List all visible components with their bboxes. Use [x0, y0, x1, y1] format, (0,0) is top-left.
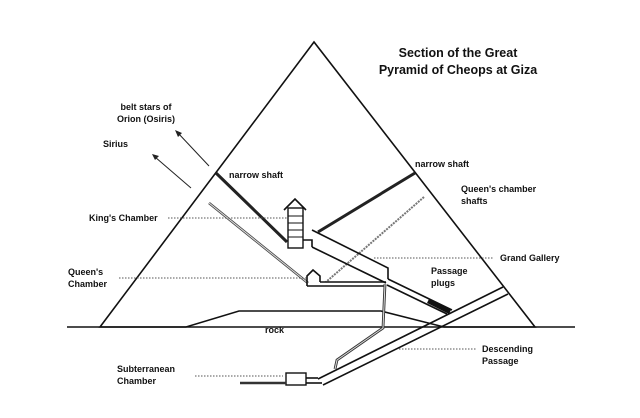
kings-south-shaft: [317, 171, 416, 234]
kings-chamber: [283, 197, 313, 249]
ground-line: [67, 310, 575, 328]
subterranean-chamber: [240, 372, 322, 386]
label-queens-chamber-1: Queen's: [68, 267, 103, 277]
grand-gallery-floor: [311, 246, 387, 284]
descending-passage-bottom: [322, 293, 509, 386]
label-queens-shafts-2: shafts: [461, 196, 488, 206]
label-subterranean-1: Subterranean: [117, 364, 175, 374]
passage-plugs: [426, 298, 452, 315]
label-descending-1: Descending: [482, 344, 533, 354]
label-descending-2: Passage: [482, 356, 519, 366]
label-kings-chamber: King's Chamber: [89, 213, 158, 223]
label-rock: rock: [265, 325, 285, 335]
label-grand-gallery: Grand Gallery: [500, 253, 560, 263]
label-sirius: Sirius: [103, 139, 128, 149]
arrow-sirius: [152, 154, 192, 189]
label-queens-shafts-1: Queen's chamber: [461, 184, 537, 194]
label-orion: Orion (Osiris): [117, 114, 175, 124]
label-belt-stars: belt stars of: [120, 102, 172, 112]
well-shaft: [333, 283, 387, 370]
label-passage-plugs-2: plugs: [431, 278, 455, 288]
arrow-belt-stars: [175, 130, 210, 167]
ascending-passage-top: [387, 278, 453, 311]
kings-north-shaft: [214, 171, 289, 244]
title-line-1: Section of the Great: [399, 46, 519, 60]
queens-chamber: [306, 268, 386, 287]
descending-passage-top: [317, 286, 504, 380]
grand-gallery: [311, 229, 389, 279]
queens-south-shaft: [325, 196, 425, 283]
label-narrow-shaft-right: narrow shaft: [415, 159, 469, 169]
label-subterranean-2: Chamber: [117, 376, 157, 386]
label-narrow-shaft-left: narrow shaft: [229, 170, 283, 180]
title-line-2: Pyramid of Cheops at Giza: [379, 63, 538, 77]
pyramid-outline: [98, 40, 537, 328]
label-queens-chamber-2: Chamber: [68, 279, 108, 289]
ascending-passage-bottom: [386, 284, 448, 315]
queens-north-shaft: [208, 201, 309, 285]
label-passage-plugs-1: Passage: [431, 266, 468, 276]
